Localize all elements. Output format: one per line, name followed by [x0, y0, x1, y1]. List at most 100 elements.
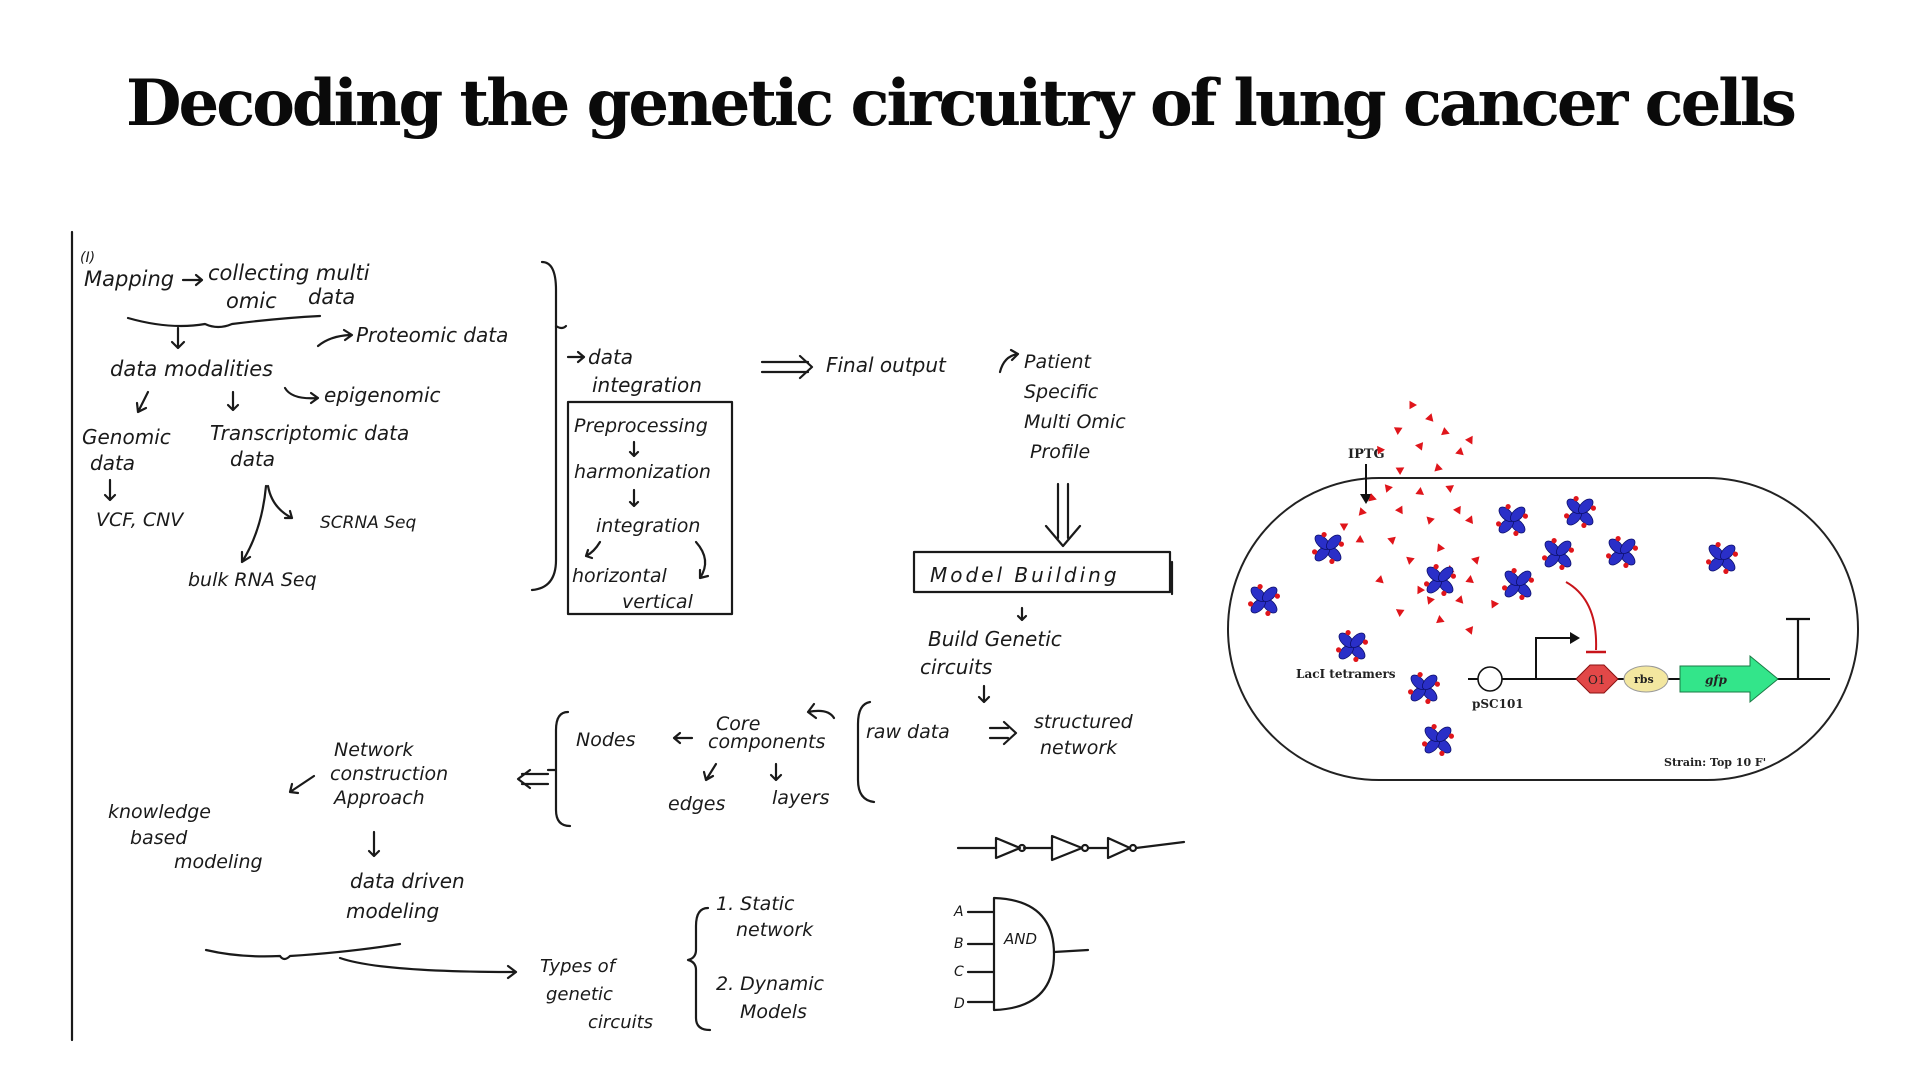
- iptg-molecule: [1455, 595, 1464, 604]
- laci-tetramer-icon: [1422, 724, 1454, 757]
- iptg-molecule: [1425, 413, 1434, 422]
- vertical-label: vertical: [622, 591, 694, 613]
- laci-tetramer-icon: [1502, 568, 1534, 601]
- transcriptomic-label-1: Transcriptomic data: [210, 421, 409, 445]
- genomic-label-1: Genomic: [82, 425, 171, 449]
- and-gate-icon: A B C D AND: [953, 896, 1090, 1012]
- iptg-molecule: [1471, 556, 1480, 565]
- iptg-molecule: [1395, 505, 1403, 515]
- laci-tetramer-icon: [1606, 536, 1638, 569]
- iptg-molecule: [1465, 626, 1474, 635]
- scrna-label: SCRNA Seq: [320, 513, 416, 533]
- page-title: Decoding the genetic circuitry of lung c…: [126, 66, 1797, 141]
- preprocessing-label: Preprocessing: [574, 415, 708, 437]
- iptg-label: IPTG: [1348, 447, 1385, 462]
- iptg-molecule: [1426, 596, 1435, 605]
- iptg-molecule: [1395, 467, 1405, 475]
- laci-tetramer-icon: [1336, 630, 1368, 663]
- build-label-2: circuits: [920, 655, 992, 679]
- laci-tetramer-icon: [1706, 542, 1738, 575]
- gate-input-c: C: [954, 964, 964, 980]
- laci-tetramer-icon: [1248, 584, 1280, 617]
- structured-label-2: network: [1040, 737, 1118, 759]
- patient-label-3: Multi Omic: [1024, 411, 1126, 433]
- data-integration-label-2: integration: [592, 373, 702, 397]
- iptg-molecule: [1393, 427, 1403, 435]
- static-label-1: 1. Static: [716, 893, 795, 915]
- terminator-icon: [1786, 617, 1810, 679]
- iptg-molecule: [1441, 427, 1450, 436]
- laci-tetramer-icon: [1542, 538, 1574, 571]
- gate-input-a: A: [953, 904, 964, 920]
- genomic-label-2: data: [90, 451, 135, 475]
- bulk-label: bulk RNA Seq: [188, 569, 317, 591]
- core-label-1: Core: [716, 713, 760, 735]
- iptg-molecules: [1339, 400, 1499, 635]
- iptg-molecule: [1355, 535, 1365, 543]
- model-building-label: Model Building: [930, 563, 1120, 587]
- o1-operator-icon: [1575, 664, 1619, 694]
- core-label-2: components: [708, 731, 825, 753]
- types-label-2: genetic: [546, 984, 613, 1005]
- gfp-gene-icon: [1679, 654, 1779, 704]
- iptg-molecule: [1384, 484, 1393, 493]
- epigenomic-label: epigenomic: [324, 383, 441, 407]
- patient-label-2: Specific: [1024, 381, 1099, 403]
- static-label-2: network: [736, 919, 814, 941]
- gate-input-b: B: [954, 936, 964, 952]
- iptg-molecule: [1465, 435, 1473, 445]
- iptg-molecule: [1395, 609, 1405, 617]
- network-label-3: Approach: [332, 787, 425, 809]
- data-modalities-label: data modalities: [110, 357, 273, 381]
- knowledge-label-3: modeling: [174, 851, 263, 873]
- structured-label-1: structured: [1034, 711, 1134, 733]
- psc101-origin-icon: [1477, 666, 1503, 692]
- knowledge-label-1: knowledge: [108, 801, 211, 823]
- nodes-label: Nodes: [576, 729, 636, 751]
- iptg-molecule: [1406, 556, 1415, 565]
- horizontal-label: horizontal: [572, 565, 667, 587]
- layers-label: layers: [772, 787, 830, 809]
- iptg-molecule: [1375, 575, 1384, 584]
- section-label: (I): [80, 250, 95, 266]
- vcf-label: VCF, CNV: [96, 509, 185, 531]
- network-label-2: construction: [330, 763, 448, 785]
- laci-tetramer-icon: [1424, 564, 1456, 597]
- types-label-1: Types of: [540, 956, 618, 977]
- laci-tetramer-icon: [1564, 496, 1596, 529]
- iptg-molecule: [1387, 536, 1396, 545]
- buffer-chain-icon: [956, 834, 1186, 862]
- iptg-molecule: [1465, 575, 1474, 584]
- transcriptomic-label-2: data: [230, 447, 275, 471]
- iptg-molecule: [1377, 445, 1385, 455]
- iptg-molecule: [1491, 599, 1499, 609]
- rbs-icon: [1623, 665, 1669, 693]
- iptg-molecule: [1437, 543, 1445, 552]
- repression-arc-icon: [1565, 581, 1598, 651]
- proteomic-label: Proteomic data: [356, 323, 508, 347]
- promoter-arrow-icon: [1535, 637, 1574, 679]
- patient-label-1: Patient: [1024, 351, 1093, 373]
- dynamic-label-2: Models: [740, 1001, 807, 1023]
- data-integration-label-1: data: [588, 345, 633, 369]
- psc101-label: pSC101: [1472, 697, 1524, 711]
- final-output-label: Final output: [826, 353, 947, 377]
- iptg-molecule: [1455, 447, 1464, 456]
- cell-diagram: IPTG LacI tetramers pSC101 O1 rbs gfp St…: [1227, 400, 1859, 781]
- build-label-1: Build Genetic: [928, 627, 1062, 651]
- laci-tetramer-icon: [1312, 532, 1344, 565]
- iptg-molecule: [1358, 507, 1367, 516]
- mapping-label: Mapping: [84, 267, 174, 291]
- knowledge-label-2: based: [130, 827, 188, 849]
- laci-label: LacI tetramers: [1296, 667, 1396, 681]
- data-driven-label-2: modeling: [346, 899, 439, 923]
- gate-label: AND: [1003, 930, 1037, 948]
- gfp-label: gfp: [1705, 673, 1728, 687]
- edges-label: edges: [668, 793, 726, 815]
- patient-label-4: Profile: [1030, 441, 1090, 463]
- network-label-1: Network: [334, 739, 414, 761]
- raw-data-label: raw data: [866, 721, 950, 743]
- collecting-label-1: collecting multi: [208, 261, 370, 285]
- iptg-molecule: [1417, 585, 1425, 595]
